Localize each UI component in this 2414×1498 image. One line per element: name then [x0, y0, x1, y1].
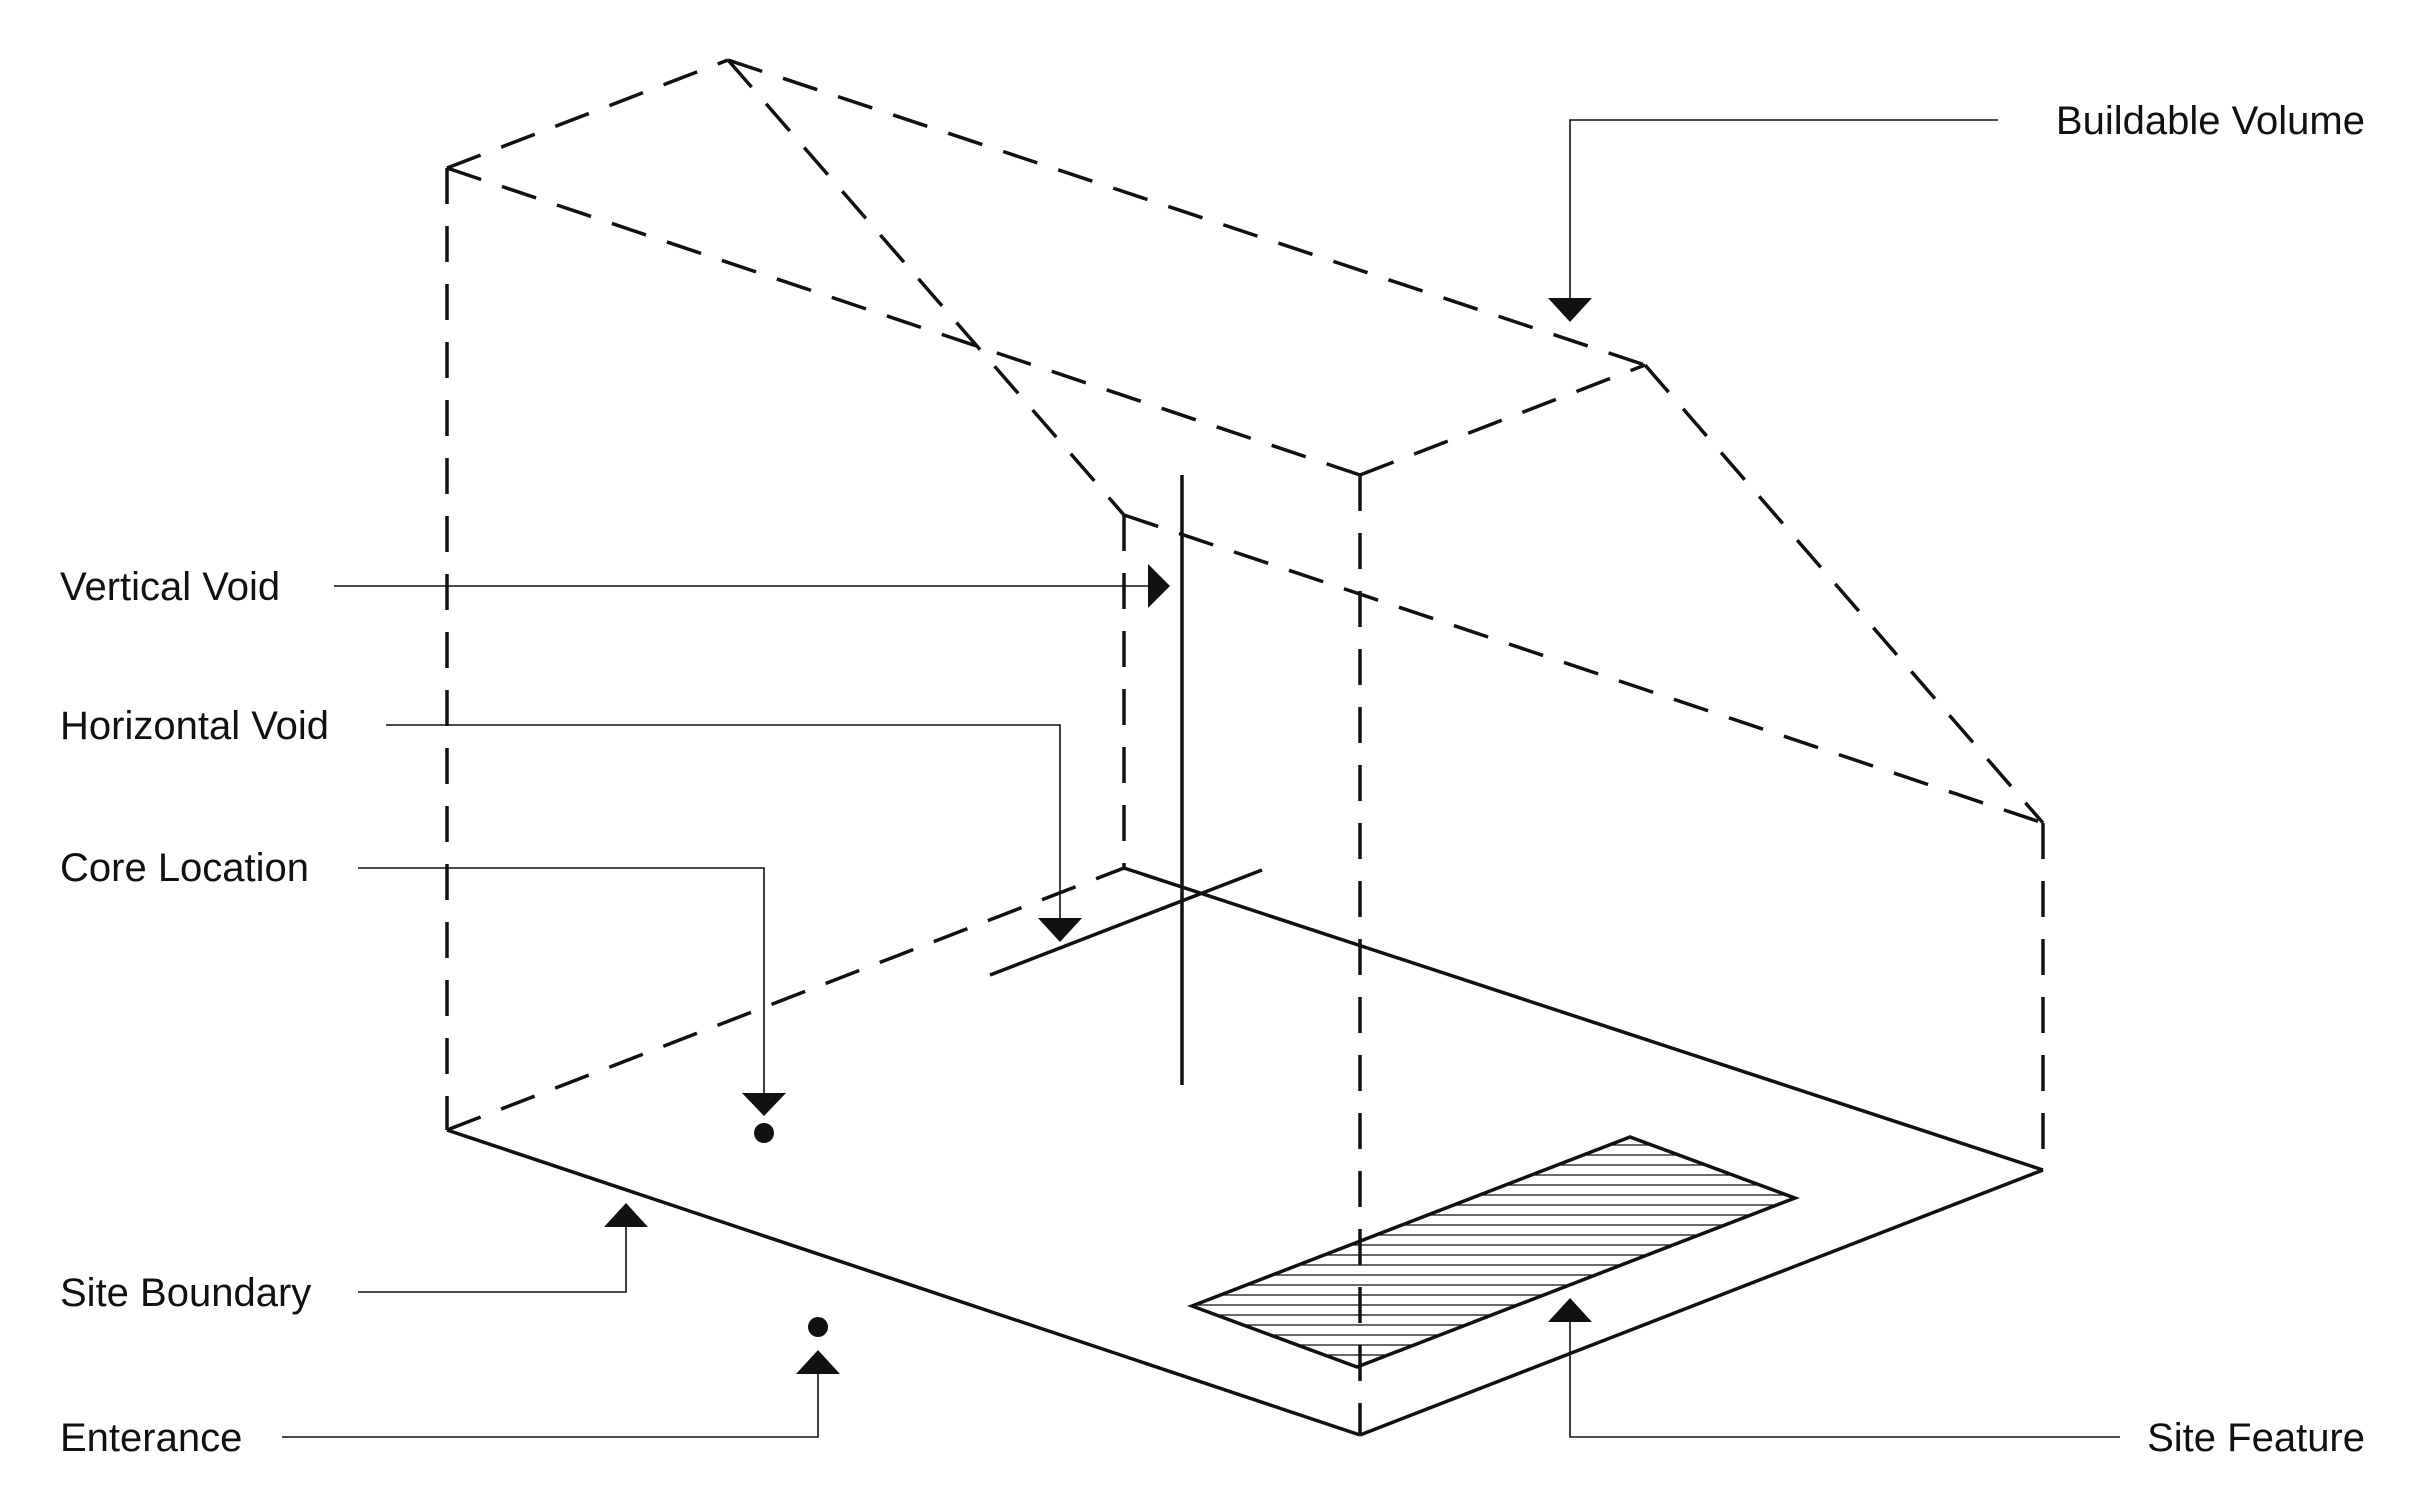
- core-location-callout: [358, 867, 786, 1116]
- entrance-callout: [282, 1350, 840, 1438]
- volume-edge: [1123, 513, 2044, 825]
- leader-line: [358, 867, 765, 1095]
- vertical-void-callout: [334, 564, 1170, 608]
- site-feature-shape: [1187, 1135, 1800, 1369]
- label-site-feature: Site Feature: [2147, 1416, 2365, 1460]
- horizontal-void-callout: [386, 724, 1082, 942]
- site-edge: [446, 1128, 1361, 1437]
- arrow-up-icon: [1548, 1298, 1592, 1322]
- arrow-right-icon: [1148, 564, 1170, 608]
- volume-edge: [1359, 363, 1646, 477]
- leader-line: [282, 1372, 819, 1438]
- arrow-up-icon: [604, 1203, 648, 1227]
- site-feature-callout: [1548, 1298, 2120, 1438]
- leader-line: [1569, 119, 1998, 300]
- leader-line: [358, 1225, 627, 1293]
- site-boundary-callout: [358, 1203, 648, 1293]
- entrance-marker: [808, 1317, 828, 1337]
- label-horizontal-void: Horizontal Void: [60, 704, 329, 748]
- core-location-marker: [754, 1123, 774, 1143]
- label-vertical-void: Vertical Void: [60, 565, 280, 609]
- arrow-up-icon: [796, 1350, 840, 1374]
- volume-edge: [726, 58, 1126, 517]
- site-boundary-outline: [446, 866, 2044, 1437]
- site-feature-hatch: [1192, 1144, 1795, 1356]
- volume-edge: [446, 58, 729, 170]
- arrow-down-icon: [1548, 298, 1592, 322]
- buildable-volume-wireframe: [445, 58, 2045, 1435]
- leader-line: [1569, 1320, 2120, 1438]
- volume-edge: [727, 58, 1646, 367]
- label-enterance: Enterance: [60, 1416, 242, 1460]
- volume-edge: [446, 166, 1361, 477]
- arrow-down-icon: [1038, 918, 1082, 942]
- leader-line: [386, 724, 1061, 920]
- buildable-volume-callout: [1548, 119, 1998, 322]
- horizontal-void-line: [989, 868, 1263, 977]
- site-edge: [1359, 1168, 2044, 1437]
- site-feature-outline: [1187, 1135, 1800, 1369]
- volume-edge: [446, 866, 1125, 1132]
- label-site-boundary: Site Boundary: [60, 1271, 311, 1315]
- arrow-down-icon: [742, 1093, 786, 1116]
- volume-edge: [1643, 363, 2045, 825]
- label-buildable-volume: Buildable Volume: [2056, 99, 2365, 143]
- label-core-location: Core Location: [60, 846, 309, 890]
- site-edge: [1123, 866, 2044, 1172]
